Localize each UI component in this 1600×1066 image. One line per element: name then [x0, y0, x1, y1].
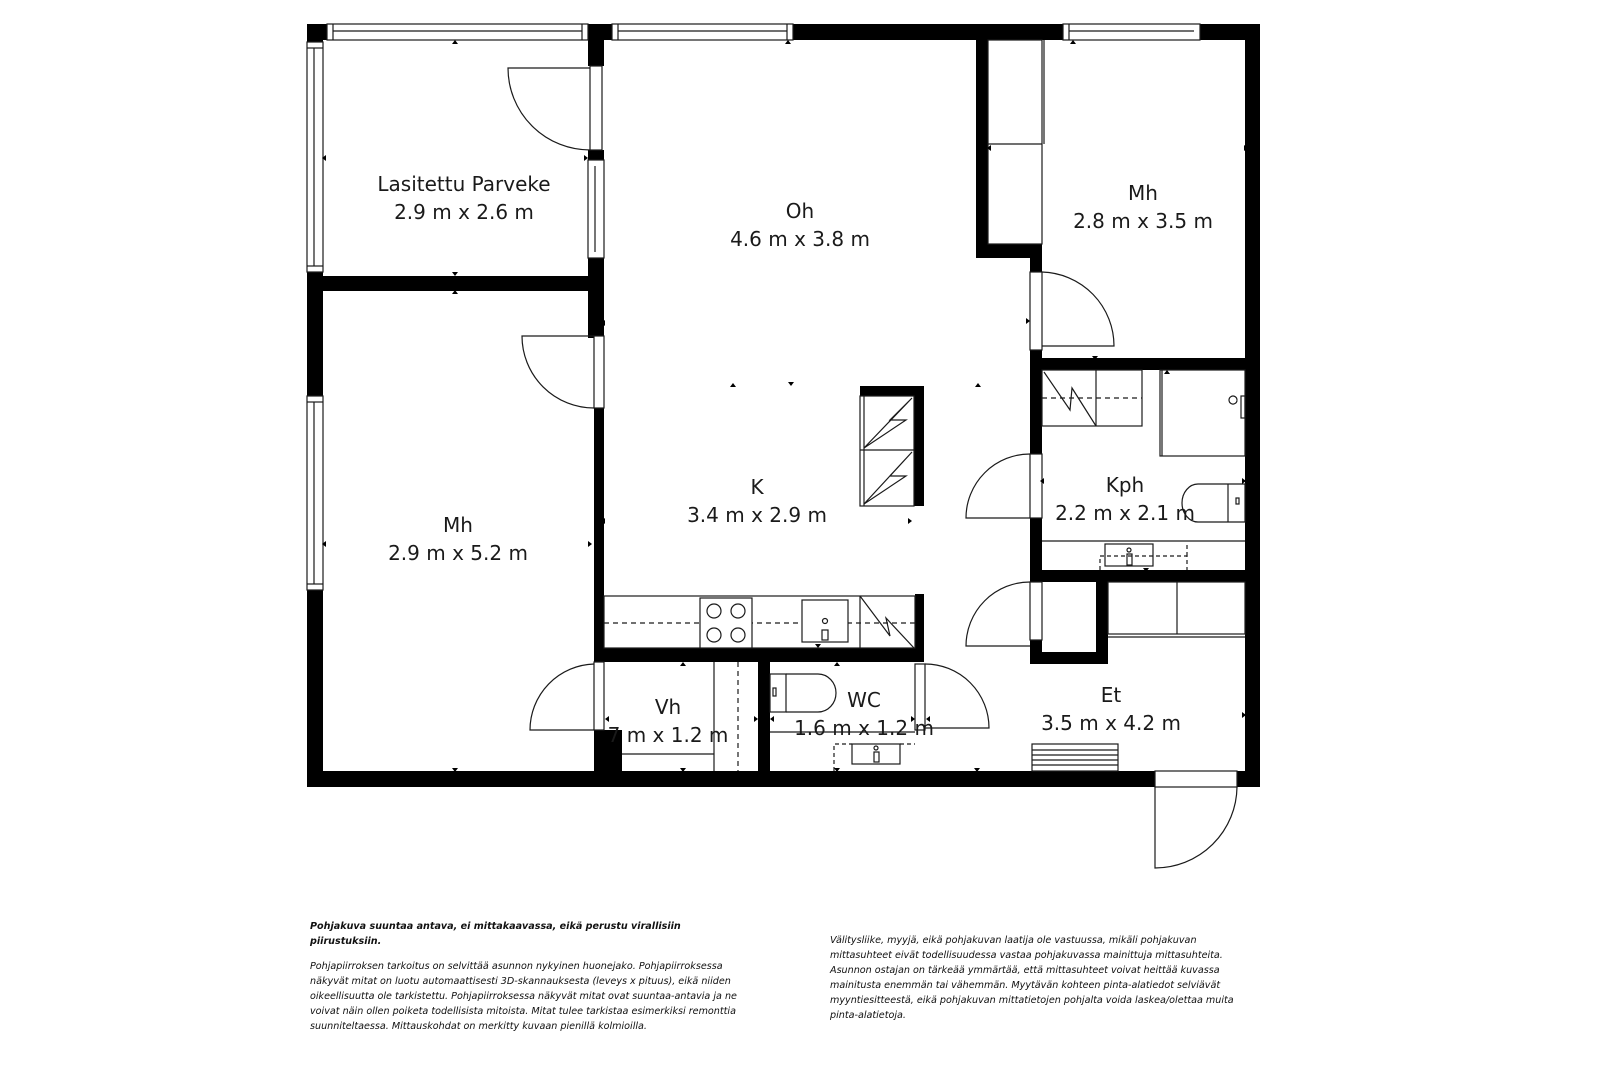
radiator [1031, 743, 1119, 772]
room-label-hallway: Et 3.5 m x 4.2 m [1041, 681, 1181, 737]
disclaimer-heading: Pohjakuva suuntaa antava, ei mittakaavas… [310, 921, 681, 947]
room-size: 2.8 m x 3.5 m [1073, 209, 1213, 233]
room-label-kitchen: K 3.4 m x 2.9 m [687, 473, 827, 529]
room-label-wc: WC 1.6 m x 1.2 m [794, 686, 934, 742]
tall-cabinets [859, 395, 915, 507]
room-size: 2.2 m x 2.1 m [1055, 501, 1195, 525]
room-label-bedroom-w: Mh 2.9 m x 5.2 m [388, 511, 528, 567]
measurement-markers [322, 40, 1248, 772]
room-name: WC [847, 688, 881, 712]
closet-shelving [622, 662, 739, 771]
kitchen-counter [603, 595, 916, 649]
room-size: 3.5 m x 4.2 m [1041, 711, 1181, 735]
disclaimer-left: Pohjakuva suuntaa antava, ei mittakaavas… [310, 919, 750, 1034]
windows [306, 23, 1201, 591]
room-name: Kph [1105, 473, 1145, 497]
doors [507, 65, 1238, 869]
room-name: K [750, 475, 764, 499]
room-size: 2.9 m x 2.6 m [394, 200, 534, 224]
room-label-closet: Vh 7 m x 1.2 m [608, 693, 729, 749]
disclaimer-body-left: Pohjapiirroksen tarkoitus on selvittää a… [310, 961, 737, 1032]
room-size: 1.6 m x 1.2 m [794, 716, 934, 740]
room-label-bedroom-ne: Mh 2.8 m x 3.5 m [1073, 179, 1213, 235]
room-label-living: Oh 4.6 m x 3.8 m [730, 197, 870, 253]
room-name: Oh [785, 199, 815, 223]
bathroom-fixtures [1041, 369, 1246, 570]
room-size: 2.9 m x 5.2 m [388, 541, 528, 565]
interior-walls [307, 24, 1260, 787]
room-label-balcony: Lasitettu Parveke 2.9 m x 2.6 m [377, 170, 550, 226]
exterior-walls [307, 24, 1260, 787]
wardrobe [987, 39, 1045, 245]
room-name: Et [1100, 683, 1122, 707]
room-size: 3.4 m x 2.9 m [687, 503, 827, 527]
floor-plan [306, 23, 1260, 869]
room-label-bathroom: Kph 2.2 m x 2.1 m [1055, 471, 1195, 527]
room-size: 4.6 m x 3.8 m [730, 227, 870, 251]
hallway-wardrobe [1107, 581, 1246, 638]
wc-fixtures [769, 673, 915, 771]
room-name: Mh [1128, 181, 1158, 205]
room-name: Vh [654, 695, 682, 719]
room-name: Lasitettu Parveke [377, 172, 551, 196]
room-size: 7 m x 1.2 m [607, 723, 729, 747]
disclaimer-right: Välitysliike, myyjä, eikä pohjakuvan laa… [830, 933, 1260, 1023]
disclaimer-body-right: Välitysliike, myyjä, eikä pohjakuvan laa… [830, 935, 1234, 1021]
room-name: Mh [443, 513, 473, 537]
